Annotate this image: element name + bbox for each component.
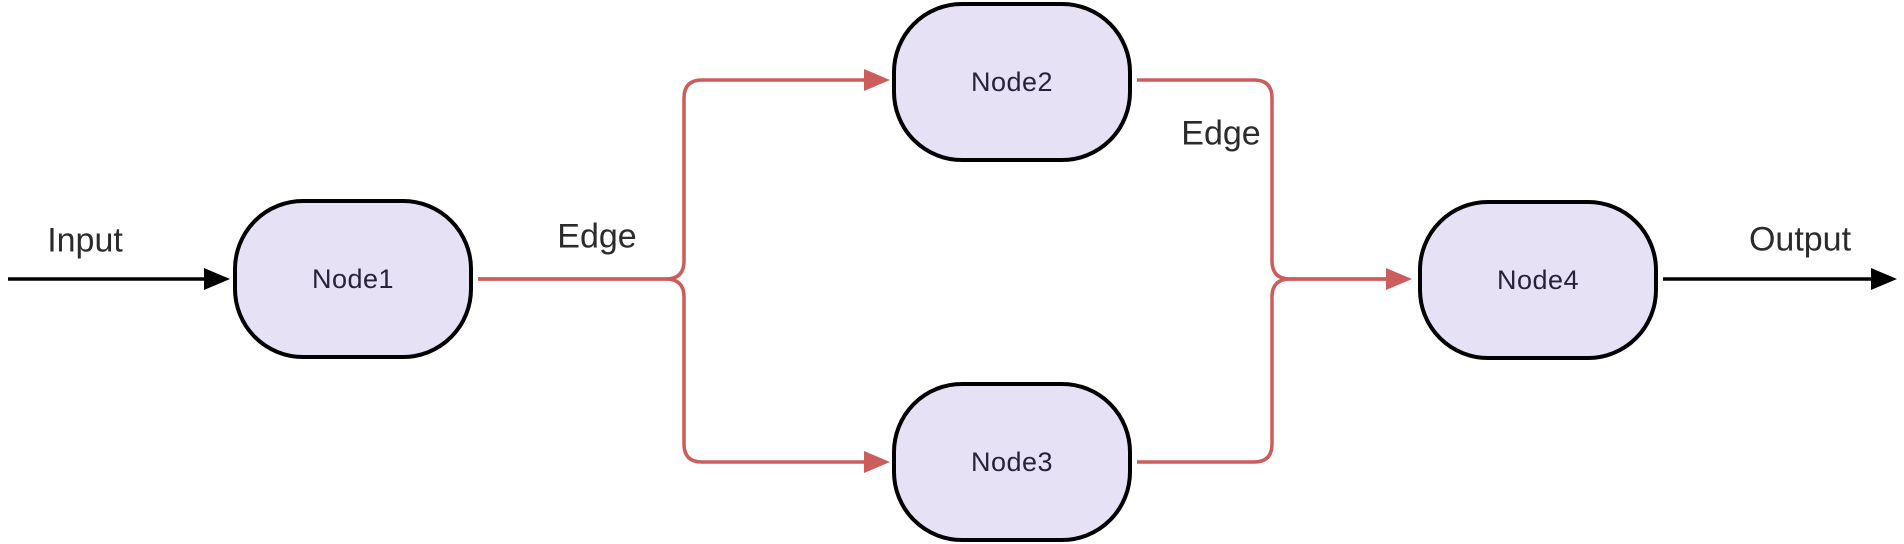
output-label: Output — [1748, 220, 1852, 259]
edge-merge-label: Edge — [1181, 114, 1261, 153]
node-node1[interactable]: Node1 — [233, 199, 473, 359]
node-node2[interactable]: Node2 — [892, 2, 1132, 162]
node1-label: Node1 — [311, 263, 395, 294]
input-label: Input — [47, 221, 123, 260]
edge-node3-arrowhead-icon — [864, 451, 890, 473]
edge-split-label: Edge — [557, 217, 637, 256]
input-arrowhead-icon — [204, 268, 230, 290]
edge-node2-to-node4 — [1137, 78, 1386, 281]
node3-label: Node3 — [970, 446, 1054, 477]
output-arrowhead-icon — [1871, 268, 1897, 290]
edge-node2-arrowhead-icon — [864, 69, 890, 91]
edge-node1-to-node3 — [478, 277, 864, 464]
edge-node3-to-node4 — [1137, 277, 1386, 464]
node-node4[interactable]: Node4 — [1418, 200, 1658, 360]
node4-label: Node4 — [1496, 264, 1580, 295]
node-node3[interactable]: Node3 — [892, 382, 1132, 542]
edge-node1-to-node2 — [478, 78, 864, 281]
edge-node4-arrowhead-icon — [1386, 268, 1412, 290]
node2-label: Node2 — [970, 66, 1054, 97]
